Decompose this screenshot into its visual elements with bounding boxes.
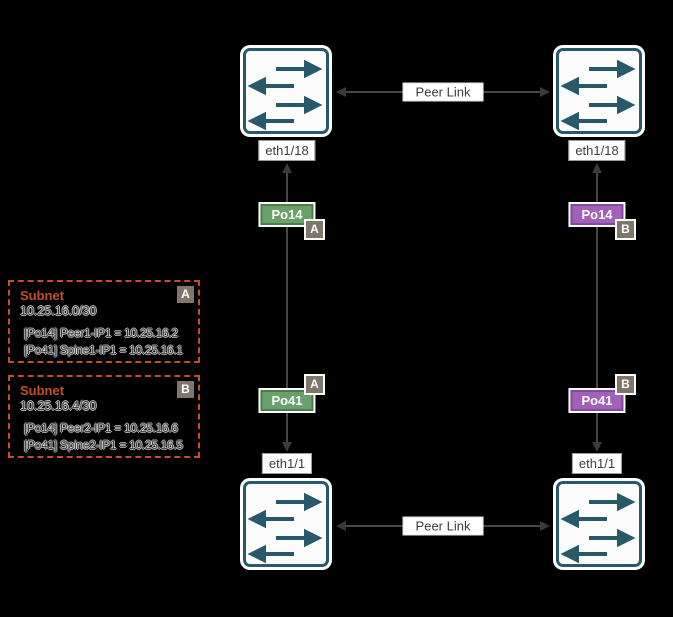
peer-link-bottom: Peer Link <box>336 516 550 536</box>
subnet-entry: [Po14] Peer2-IP1 = 10.25.16.6 <box>24 421 178 435</box>
arrowhead-down-icon <box>282 442 292 452</box>
subnet-badge-b: B <box>615 219 636 240</box>
arrowhead-left-icon <box>336 87 346 97</box>
peer-link-label: Peer Link <box>402 82 484 102</box>
connector-left-line <box>286 170 288 445</box>
arrowhead-up-icon <box>282 163 292 173</box>
interface-label-top-left: eth1/18 <box>258 140 316 161</box>
subnet-badge-a: A <box>177 286 194 303</box>
port-channel-po14-right: Po14 <box>570 204 624 225</box>
port-channel-po14-left: Po14 <box>260 204 314 225</box>
arrowhead-down-icon <box>592 442 602 452</box>
subnet-badge-a: A <box>304 374 325 395</box>
switch-spine2-icon <box>556 481 642 567</box>
subnet-badge-a: A <box>304 219 325 240</box>
interface-label-bottom-right: eth1/1 <box>571 453 623 474</box>
subnet-box-a: Subnet 10.25.16.0/30 [Po14] Peer1-IP1 = … <box>8 280 200 363</box>
switch-arrows-icon <box>247 492 323 564</box>
switch-arrows-icon <box>560 492 636 564</box>
switch-arrows-icon <box>247 59 323 131</box>
arrowhead-left-icon <box>336 521 346 531</box>
peer-link-top: Peer Link <box>336 82 550 102</box>
subnet-cidr: 10.25.16.0/30 <box>20 304 97 318</box>
subnet-entry: [Po41] Spine1-IP1 = 10.25.16.1 <box>24 343 183 357</box>
port-channel-po41-left: Po41 <box>260 390 314 411</box>
interface-label-top-right: eth1/18 <box>568 140 626 161</box>
switch-peer2-icon <box>556 48 642 134</box>
subnet-title: Subnet <box>20 288 65 303</box>
port-channel-po41-right: Po41 <box>570 390 624 411</box>
subnet-title: Subnet <box>20 383 65 398</box>
subnet-cidr: 10.25.16.4/30 <box>20 399 97 413</box>
peer-link-label: Peer Link <box>402 516 484 536</box>
switch-arrows-icon <box>560 59 636 131</box>
subnet-entry: [Po41] Spine2-IP1 = 10.25.16.5 <box>24 438 183 452</box>
subnet-badge-b: B <box>615 374 636 395</box>
arrowhead-right-icon <box>540 521 550 531</box>
interface-label-bottom-left: eth1/1 <box>261 453 313 474</box>
arrowhead-up-icon <box>592 163 602 173</box>
arrowhead-right-icon <box>540 87 550 97</box>
switch-spine1-icon <box>243 481 329 567</box>
subnet-box-b: Subnet 10.25.16.4/30 [Po14] Peer2-IP1 = … <box>8 375 200 458</box>
subnet-entry: [Po14] Peer1-IP1 = 10.25.16.2 <box>24 326 178 340</box>
connector-right-line <box>596 170 598 445</box>
subnet-badge-b: B <box>177 381 194 398</box>
switch-peer1-icon <box>243 48 329 134</box>
